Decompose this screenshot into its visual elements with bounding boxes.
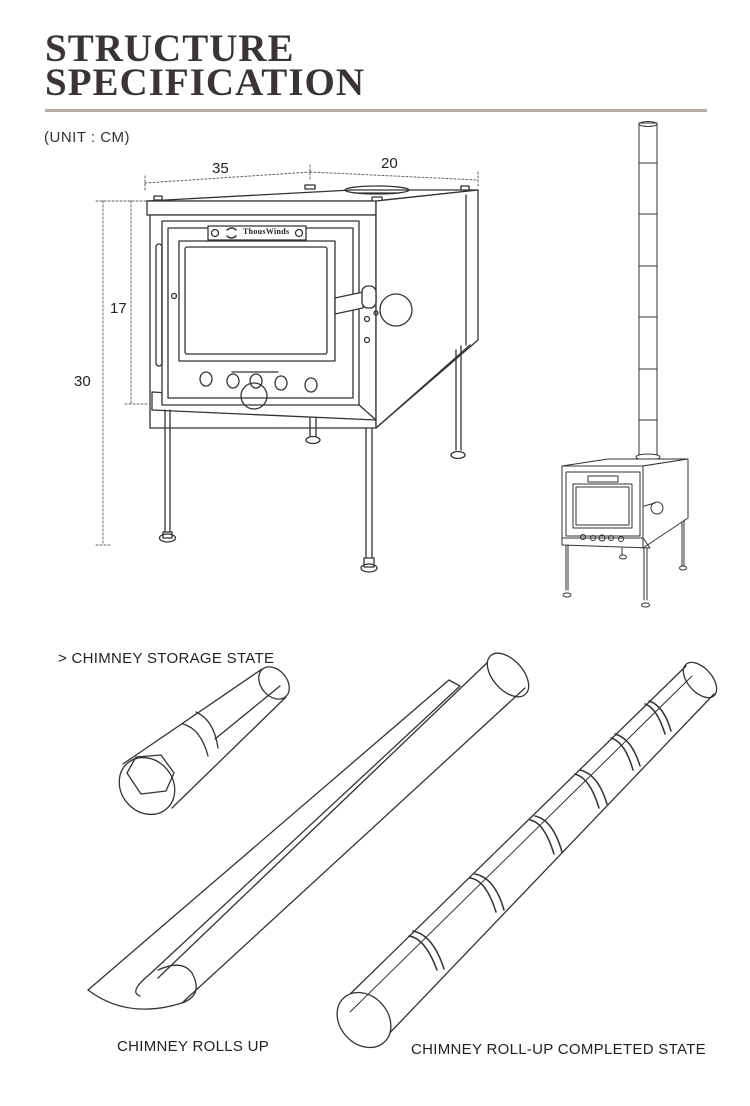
dimension-depth: 35 bbox=[212, 160, 229, 177]
chimney-rolling-sheet bbox=[87, 652, 530, 1010]
stove-main-drawing bbox=[146, 184, 479, 573]
stove-with-chimney-drawing bbox=[561, 121, 689, 608]
caption-rolls-up: CHIMNEY ROLLS UP bbox=[117, 1038, 270, 1055]
title-line-1: STRUCTURE bbox=[45, 27, 295, 70]
dimension-lines bbox=[95, 164, 479, 546]
brand-plate-text: ThousWinds bbox=[243, 227, 290, 236]
title-divider bbox=[45, 109, 707, 112]
dimension-body-height: 17 bbox=[110, 300, 127, 317]
chimney-completed-roll bbox=[336, 661, 718, 1049]
dimension-width: 20 bbox=[381, 155, 398, 172]
page-title: STRUCTURE SPECIFICATION bbox=[45, 29, 365, 102]
caption-storage-state: > CHIMNEY STORAGE STATE bbox=[58, 650, 275, 667]
dimension-total-height: 30 bbox=[74, 373, 91, 390]
caption-completed-state: CHIMNEY ROLL-UP COMPLETED STATE bbox=[411, 1041, 706, 1058]
chimney-storage-roll bbox=[118, 666, 290, 816]
unit-note: (UNIT : CM) bbox=[44, 129, 131, 146]
title-line-2: SPECIFICATION bbox=[45, 61, 365, 104]
